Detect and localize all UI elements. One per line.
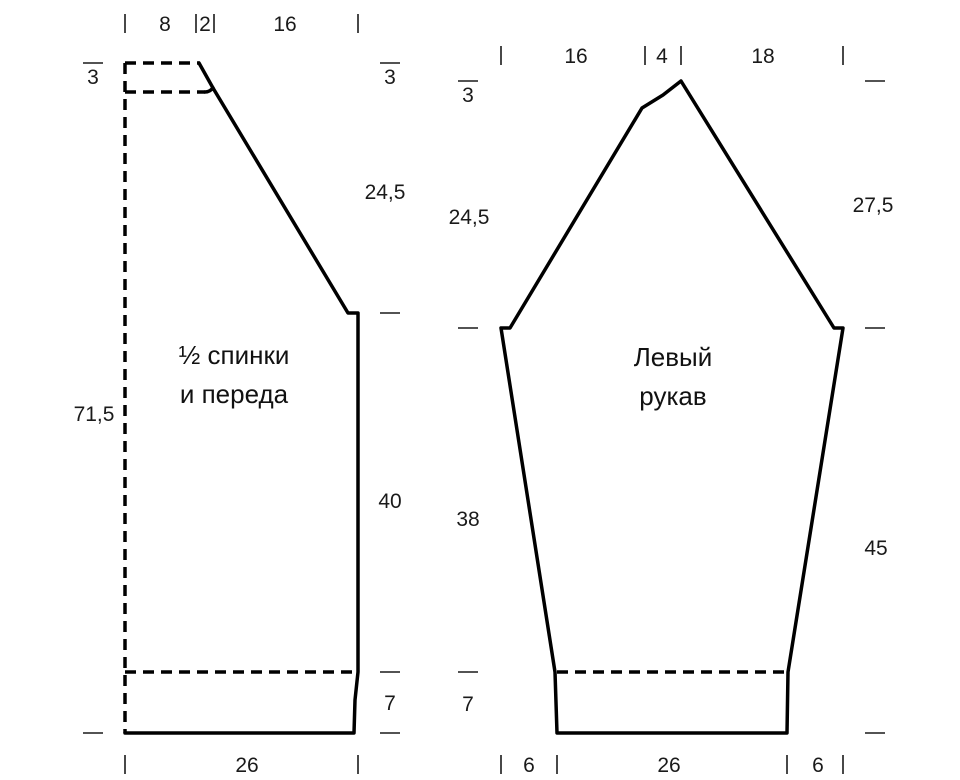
body-neck-drop-left: 3 bbox=[87, 66, 99, 89]
sleeve-outline bbox=[499, 79, 845, 735]
body-outline bbox=[123, 61, 360, 735]
body-bottom-width: 26 bbox=[235, 754, 258, 777]
body-raglan-height: 24,5 bbox=[365, 181, 406, 204]
sleeve-left-side-height: 38 bbox=[456, 508, 479, 531]
body-neck-drop-right: 3 bbox=[384, 66, 396, 89]
body-neck-curve bbox=[203, 86, 215, 94]
body-side-height: 40 bbox=[378, 490, 401, 513]
body-rib-height: 7 bbox=[384, 692, 396, 715]
body-title-line-1: ½ спинки bbox=[179, 340, 290, 370]
sleeve-bottom-right-taper: 6 bbox=[812, 754, 824, 777]
body-title-line-2: и переда bbox=[180, 379, 289, 409]
body-top-neck-width: 8 bbox=[159, 13, 171, 36]
sleeve-bottom-width: 26 bbox=[657, 754, 680, 777]
sleeve-bottom-left-taper: 6 bbox=[523, 754, 535, 777]
sleeve-rib-height: 7 bbox=[462, 693, 474, 716]
body-top-shoulder-width: 16 bbox=[273, 13, 296, 36]
sleeve-piece: 16 4 18 3 24,5 27,5 38 45 7 6 26 6 Левый… bbox=[449, 45, 894, 777]
sleeve-title-line-2: рукав bbox=[639, 381, 706, 411]
sleeve-top-left-width: 16 bbox=[564, 45, 587, 68]
sleeve-top-right-width: 18 bbox=[751, 45, 774, 68]
sleeve-right-raglan-height: 27,5 bbox=[853, 194, 894, 217]
sleeve-left-raglan-height: 24,5 bbox=[449, 206, 490, 229]
sleeve-right-side-height: 45 bbox=[864, 537, 887, 560]
body-top-neck-step: 2 bbox=[199, 13, 211, 36]
body-total-height: 71,5 bbox=[74, 403, 115, 426]
body-piece: 8 2 16 3 3 24,5 40 7 71,5 26 ½ спинки и … bbox=[74, 13, 406, 777]
sleeve-cap-drop: 3 bbox=[462, 84, 474, 107]
sleeve-title-line-1: Левый bbox=[634, 342, 713, 372]
sleeve-top-mid-width: 4 bbox=[656, 45, 668, 68]
